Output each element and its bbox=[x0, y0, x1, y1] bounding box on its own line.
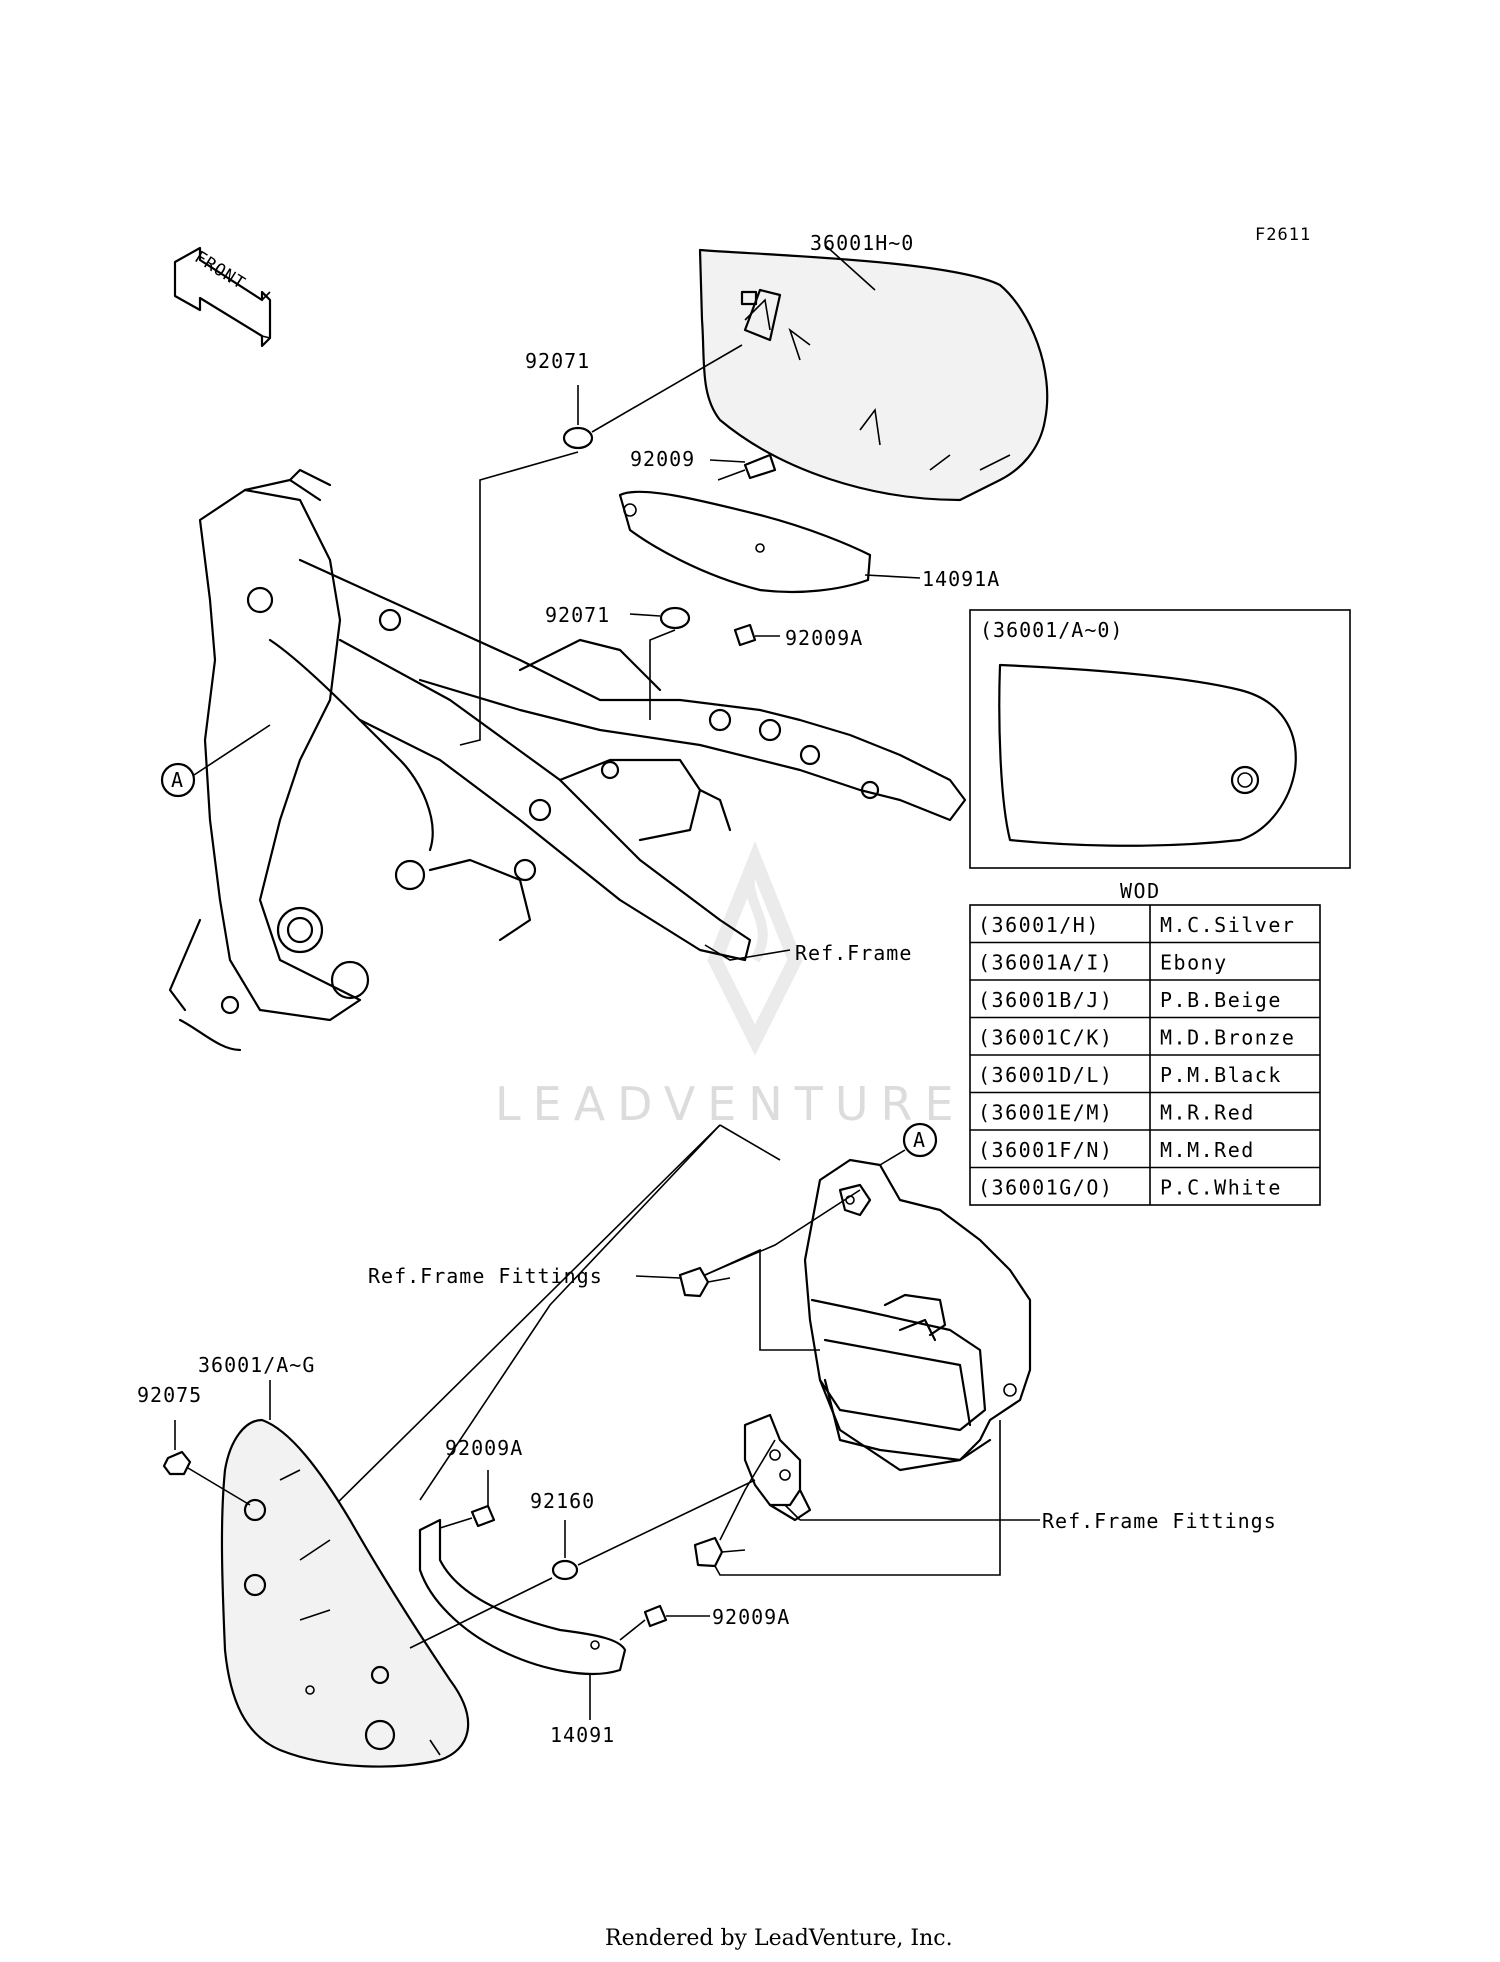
side-cover-upper bbox=[698, 248, 1049, 502]
callout-ref-fittings-lower: Ref.Frame Fittings bbox=[1042, 1509, 1277, 1533]
inset-box bbox=[969, 609, 1351, 869]
wod-code-cell: (36001/H) bbox=[978, 913, 1100, 937]
wod-color-cell: M.D.Bronze bbox=[1160, 1026, 1295, 1050]
grommet-mid bbox=[659, 606, 691, 630]
wod-code-cell: (36001C/K) bbox=[978, 1026, 1113, 1050]
bolt-lower-2 bbox=[643, 1604, 668, 1628]
callout-bolt-lower-1: 92009A bbox=[445, 1436, 523, 1460]
wod-table: WOD (36001/H)M.C.Silver(36001A/I)Ebony(3… bbox=[969, 879, 1321, 1206]
bolt-lower-1 bbox=[470, 1504, 496, 1528]
marker-a-left-label: A bbox=[171, 768, 184, 792]
nut-lower bbox=[162, 1450, 192, 1476]
wod-color-cell: Ebony bbox=[1160, 951, 1228, 975]
lower-fitting-plate bbox=[743, 1413, 812, 1522]
wod-row: (36001G/O) P.C.White bbox=[978, 1176, 1282, 1200]
bracket-lower bbox=[418, 1518, 627, 1676]
inset-cover bbox=[998, 663, 1297, 847]
wod-row: (36001D/L) P.M.Black bbox=[978, 1063, 1282, 1087]
callout-washer-lower: 92160 bbox=[530, 1489, 595, 1513]
front-arrow-label: FRONT bbox=[191, 247, 249, 294]
callout-bolt-lower-2: 92009A bbox=[712, 1605, 790, 1629]
wod-row: (36001C/K) M.D.Bronze bbox=[978, 1026, 1295, 1050]
bracket-upper bbox=[618, 490, 872, 594]
footer-credit: Rendered by LeadVenture, Inc. bbox=[605, 1926, 953, 1951]
battery-case bbox=[803, 1158, 1032, 1472]
callout-bracket-upper: 14091A bbox=[922, 567, 1000, 591]
front-arrow-icon: FRONT bbox=[173, 246, 272, 348]
callout-ref-fittings-upper: Ref.Frame Fittings bbox=[368, 1264, 603, 1288]
bolt-upper bbox=[717, 453, 777, 481]
wod-code-cell: (36001A/I) bbox=[978, 951, 1113, 975]
figure-code: F2611 bbox=[1255, 225, 1311, 245]
motorcycle-frame bbox=[168, 468, 967, 1052]
marker-a-left bbox=[160, 762, 196, 798]
watermark-logo bbox=[707, 841, 803, 1056]
watermark-text: LEADVENTURE bbox=[495, 1077, 966, 1131]
wod-title: WOD bbox=[1120, 879, 1161, 903]
wod-color-cell: M.M.Red bbox=[1160, 1138, 1255, 1162]
wod-code-cell: (36001G/O) bbox=[978, 1176, 1113, 1200]
fitting-bolt-upper bbox=[678, 1266, 710, 1298]
marker-a-right bbox=[902, 1122, 938, 1158]
wod-code-cell: (36001D/L) bbox=[978, 1063, 1113, 1087]
callout-cover-lower: 36001/A~G bbox=[198, 1353, 315, 1377]
washer-lower bbox=[551, 1559, 579, 1581]
fitting-bolt-lower bbox=[693, 1536, 724, 1568]
wod-row: (36001B/J) P.B.Beige bbox=[978, 988, 1282, 1012]
wod-row: (36001/H) M.C.Silver bbox=[978, 913, 1295, 937]
marker-a-right-label: A bbox=[913, 1128, 926, 1152]
wod-code-cell: (36001B/J) bbox=[978, 988, 1113, 1012]
wod-color-cell: P.M.Black bbox=[1160, 1063, 1282, 1087]
leader-cover-upper bbox=[824, 244, 876, 291]
callout-ref-frame: Ref.Frame bbox=[795, 941, 912, 965]
grommet-upper bbox=[562, 426, 594, 450]
side-cover-lower bbox=[220, 1418, 470, 1768]
wod-row: (36001F/N) M.M.Red bbox=[978, 1138, 1255, 1162]
inset-label: (36001/A~0) bbox=[980, 618, 1123, 642]
wod-row: (36001E/M) M.R.Red bbox=[978, 1101, 1255, 1125]
callout-grommet-upper: 92071 bbox=[525, 349, 590, 373]
callout-bracket-lower: 14091 bbox=[550, 1723, 615, 1747]
wod-color-cell: M.R.Red bbox=[1160, 1101, 1255, 1125]
wod-color-cell: M.C.Silver bbox=[1160, 913, 1295, 937]
wod-code-cell: (36001F/N) bbox=[978, 1138, 1113, 1162]
wod-color-cell: P.B.Beige bbox=[1160, 988, 1282, 1012]
callout-nut-lower: 92075 bbox=[137, 1383, 202, 1407]
callout-grommet-mid: 92071 bbox=[545, 603, 610, 627]
callout-cover-upper: 36001H~0 bbox=[810, 231, 914, 255]
callout-bolt-upper: 92009 bbox=[630, 447, 695, 471]
wod-code-cell: (36001E/M) bbox=[978, 1101, 1113, 1125]
wod-color-cell: P.C.White bbox=[1160, 1176, 1282, 1200]
wod-row: (36001A/I) Ebony bbox=[978, 951, 1228, 975]
callout-bolt-mid: 92009A bbox=[785, 626, 863, 650]
bolt-mid bbox=[733, 623, 757, 647]
